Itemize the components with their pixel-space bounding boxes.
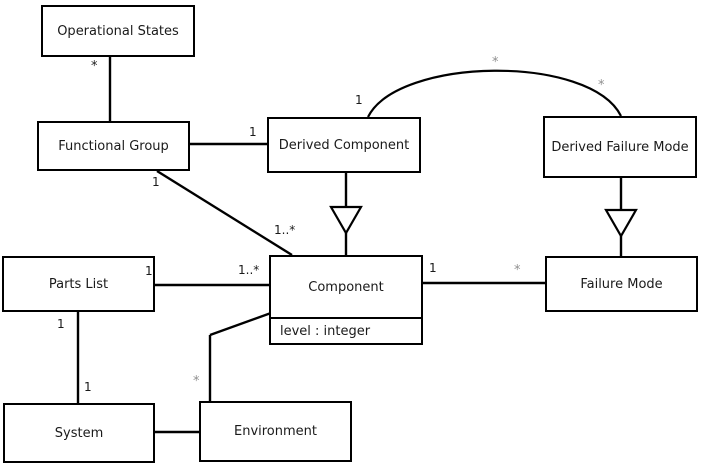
multiplicity-functional-group-component-lower: 1..* [274,223,296,237]
multiplicity-functional-group-to-derived-component: 1 [249,125,257,139]
multiplicity-parts-list-to-component: 1..* [238,263,260,277]
class-name-derived-failure-mode: Derived Failure Mode [551,139,689,155]
class-box-functional-group[interactable]: Functional Group [37,121,190,171]
multiplicity-parts-list-self: 1 [145,264,153,278]
multiplicity-parts-list-to-system-bottom: 1 [84,380,92,394]
class-box-derived-failure-mode[interactable]: Derived Failure Mode [543,116,697,178]
class-name-derived-component: Derived Component [278,137,410,153]
multiplicity-environment-to-component: * [193,374,200,389]
multiplicity-functional-group-to-component: 1 [152,175,160,189]
class-box-failure-mode[interactable]: Failure Mode [545,256,698,312]
class-box-system[interactable]: System [3,403,155,463]
class-name-operational-states: Operational States [57,23,179,39]
multiplicity-component-to-failure-mode: 1 [429,261,437,275]
class-name-component: Component [308,279,384,295]
class-box-derived-component[interactable]: Derived Component [267,117,421,173]
class-box-component[interactable]: Component level : integer [269,255,423,345]
multiplicity-failure-mode-end: * [514,263,521,278]
class-name-environment: Environment [233,424,317,439]
multiplicity-derived-failure-mode-arc-end: * [598,78,605,93]
multiplicity-parts-list-to-system-top: 1 [57,317,65,331]
connector-derived-component-derived-failure-mode-arc [367,69,622,118]
class-attribute-component-level: level : integer [271,317,421,343]
class-box-operational-states[interactable]: Operational States [41,5,195,57]
class-box-environment[interactable]: Environment [199,401,352,462]
multiplicity-op-states-to-functional-group: * [91,59,98,74]
class-name-parts-list: Parts List [48,276,109,292]
connector-functional-group-component [156,169,293,257]
connector-environment-component-diagonal [209,311,272,337]
multiplicity-arc-apex: * [492,55,499,70]
generalization-triangle-component [329,205,363,236]
class-box-parts-list[interactable]: Parts List [2,256,155,312]
class-name-functional-group: Functional Group [58,138,169,154]
class-name-failure-mode: Failure Mode [580,276,663,292]
multiplicity-derived-component-arc-start: 1 [355,93,363,107]
generalization-triangle-failure-mode [604,208,638,239]
class-name-system: System [54,425,104,441]
